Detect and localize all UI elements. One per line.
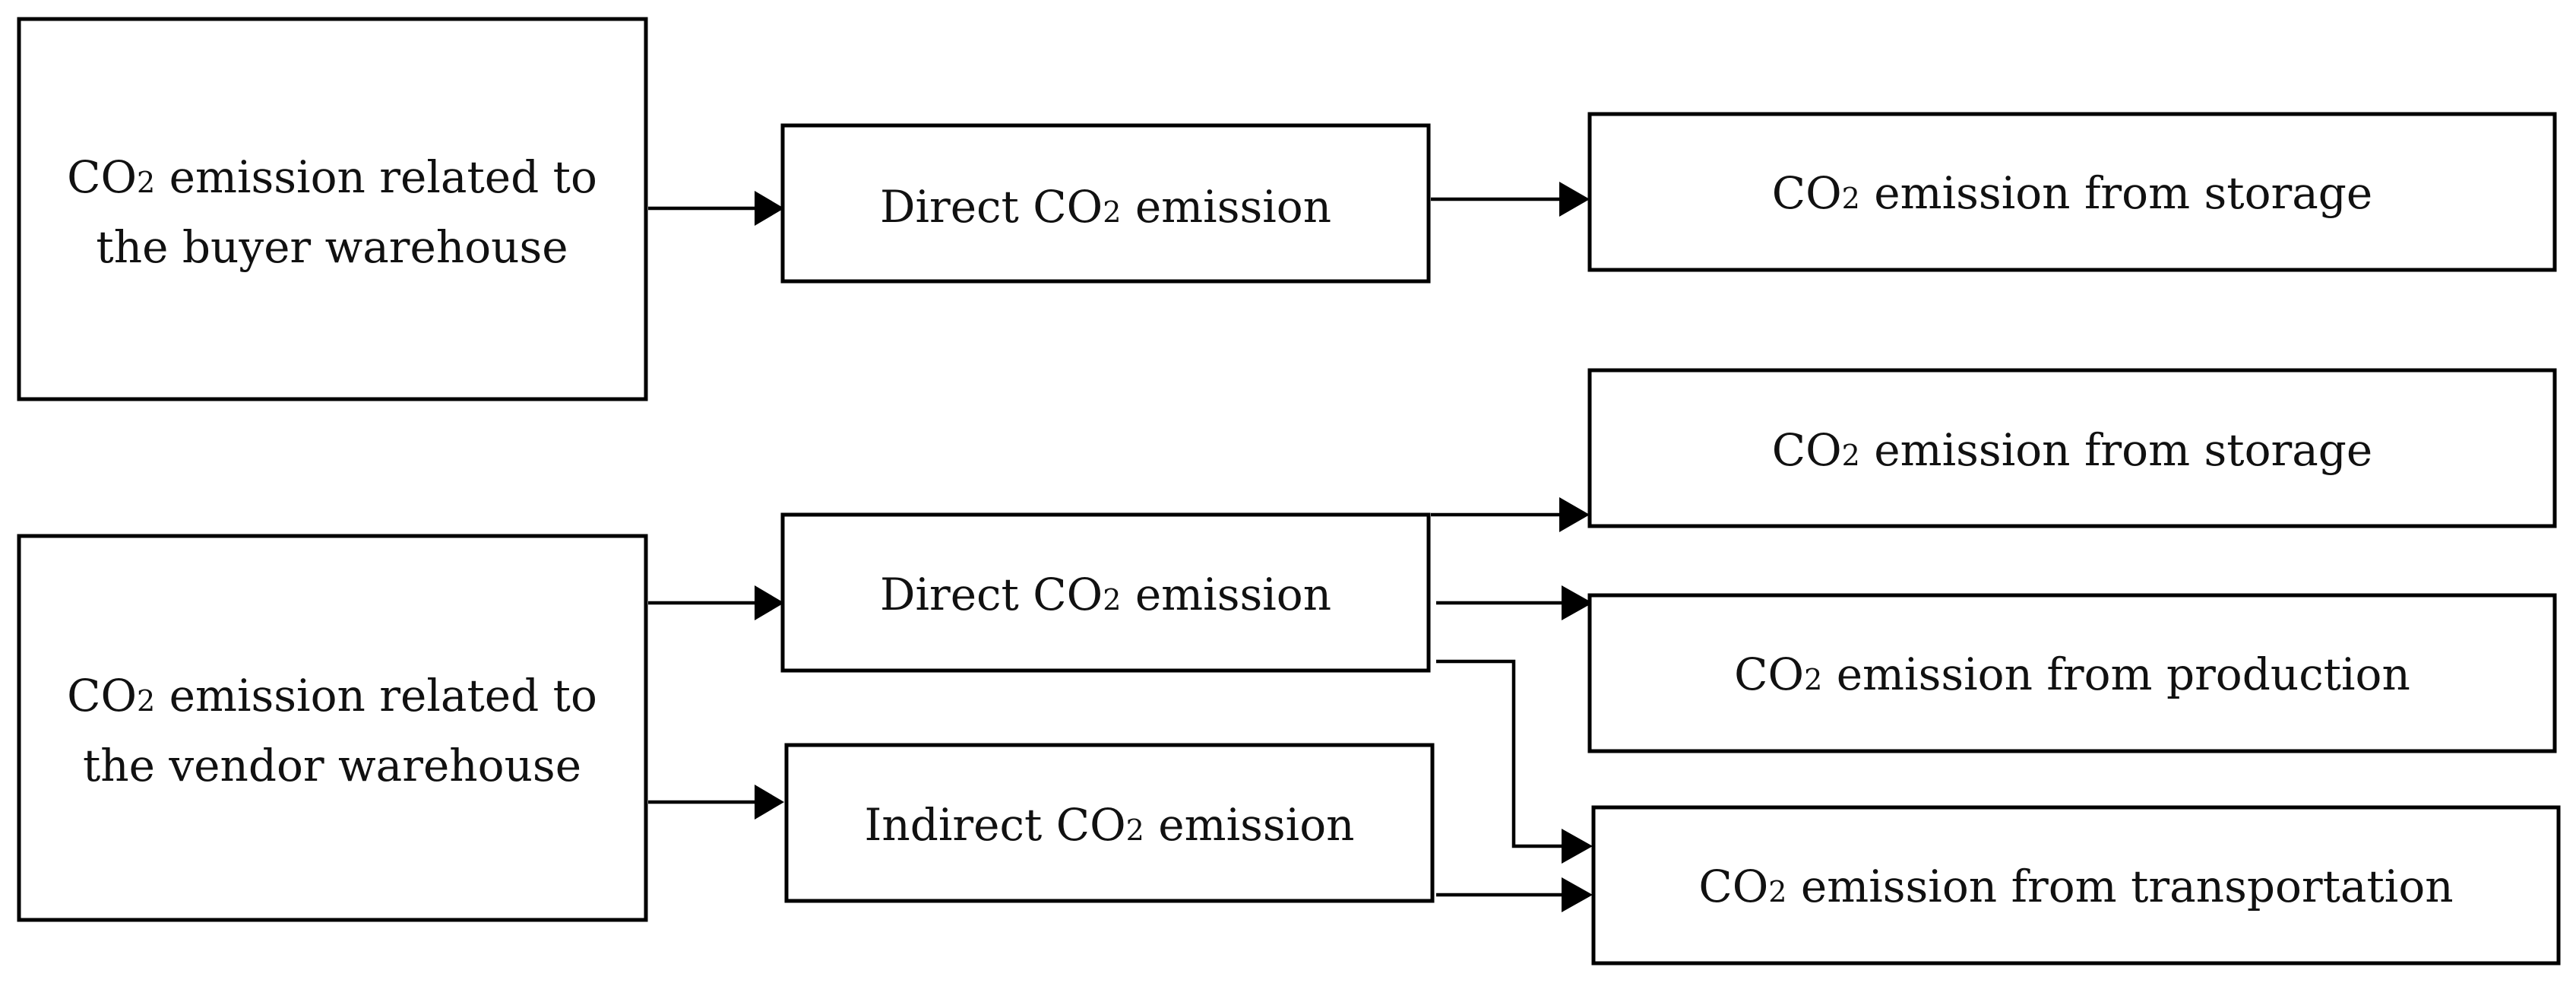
edge-direct-to-transportation: [1436, 659, 1563, 848]
node-buyer-line1: CO2 emission related to: [67, 151, 597, 203]
node-vendor-production: CO2 emission from production: [1587, 593, 2557, 753]
node-vendor-storage: CO2 emission from storage: [1587, 368, 2557, 528]
node-buyer-storage: CO2 emission from storage: [1587, 112, 2557, 272]
node-vendor-warehouse: CO2 emission related to the vendor wareh…: [17, 534, 648, 922]
arrowhead: [1559, 497, 1590, 532]
arrowhead: [1562, 877, 1593, 912]
node-vendor-line2: the vendor warehouse: [83, 740, 581, 791]
arrowhead: [1562, 585, 1593, 620]
edges: [648, 182, 1593, 912]
node-label: Direct CO2 emission: [880, 181, 1331, 233]
node-vendor-transportation: CO2 emission from transportation: [1591, 805, 2561, 966]
node-label: CO2 emission from transportation: [1698, 861, 2453, 912]
node-label: Indirect CO2 emission: [864, 799, 1354, 851]
arrowhead: [1562, 829, 1593, 864]
node-buyer-direct-emission: Direct CO2 emission: [780, 123, 1431, 284]
node-buyer-line2: the buyer warehouse: [96, 221, 568, 273]
node-label: CO2 emission from storage: [1772, 424, 2373, 476]
node-vendor-line1: CO2 emission related to: [67, 670, 597, 721]
node-label: Direct CO2 emission: [880, 569, 1331, 620]
arrowhead: [755, 785, 784, 820]
arrowhead: [755, 191, 784, 226]
node-buyer-warehouse: CO2 emission related to the buyer wareho…: [17, 17, 648, 401]
arrowhead: [755, 585, 784, 620]
arrowhead: [1559, 182, 1590, 217]
node-vendor-indirect-emission: Indirect CO2 emission: [784, 743, 1435, 903]
node-label: CO2 emission from storage: [1772, 167, 2373, 219]
node-vendor-direct-emission: Direct CO2 emission: [780, 512, 1431, 673]
node-label: CO2 emission from production: [1734, 648, 2410, 700]
